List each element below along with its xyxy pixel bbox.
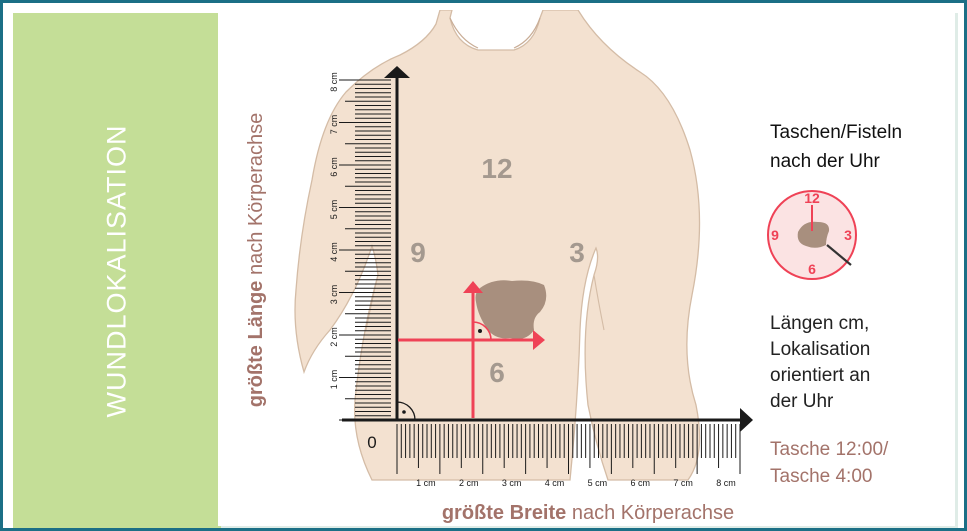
horizontal-ruler-label: 8 cm [716,478,736,488]
horizontal-ruler-label: 3 cm [502,478,522,488]
vertical-ruler-label: 6 cm [329,157,339,177]
body-clock-6: 6 [489,357,505,388]
vertical-ruler-label: 7 cm [329,115,339,135]
horizontal-axis-label-bold: größte Breite [442,502,566,524]
horizontal-ruler-label: 5 cm [588,478,608,488]
pocket-example-line-2: Tasche 4:00 [770,463,888,490]
clock-heading-line-1: Taschen/Fisteln [770,118,902,147]
clock-heading: Taschen/Fisteln nach der Uhr [770,118,902,176]
horizontal-ruler-label: 7 cm [673,478,693,488]
horizontal-ruler-label: 6 cm [630,478,650,488]
measurement-note-line-3: orientiert an [770,363,870,389]
vertical-ruler-label: 1 cm [329,370,339,390]
body-clock-12: 12 [481,153,512,184]
clock-icon: 12 3 6 9 [768,190,856,279]
vertical-ruler-label: 3 cm [329,285,339,305]
origin-angle-dot [402,410,406,414]
clock-heading-line-2: nach der Uhr [770,147,902,176]
horizontal-ruler-label: 1 cm [416,478,436,488]
horizontal-ruler-label: 2 cm [459,478,479,488]
vertical-axis-label: größte Länge nach Körperachse [245,113,267,408]
vertical-ruler-label: 2 cm [329,327,339,347]
vertical-ruler-label: 8 cm [329,72,339,92]
vertical-ruler-label: 5 cm [329,200,339,220]
measurement-note: Längen cm, Lokalisation orientiert an de… [770,311,870,415]
wound-angle-dot [478,329,482,333]
vertical-ruler-label: 4 cm [329,242,339,262]
pocket-example: Tasche 12:00/ Tasche 4:00 [770,436,888,490]
measurement-note-line-1: Längen cm, [770,311,870,337]
clock-number-3: 3 [844,227,852,243]
clock-number-12: 12 [804,190,820,206]
horizontal-axis-label-normal: nach Körperachse [566,502,734,524]
measurement-note-line-4: der Uhr [770,389,870,415]
pocket-example-line-1: Tasche 12:00/ [770,436,888,463]
clock-number-9: 9 [771,227,779,243]
body-clock-3: 3 [569,237,585,268]
horizontal-ruler-label: 4 cm [545,478,565,488]
measurement-note-line-2: Lokalisation [770,337,870,363]
horizontal-axis-label: größte Breite nach Körperachse [218,502,958,525]
body-clock-9: 9 [410,237,426,268]
clock-number-6: 6 [808,261,816,277]
origin-label: 0 [367,433,376,452]
